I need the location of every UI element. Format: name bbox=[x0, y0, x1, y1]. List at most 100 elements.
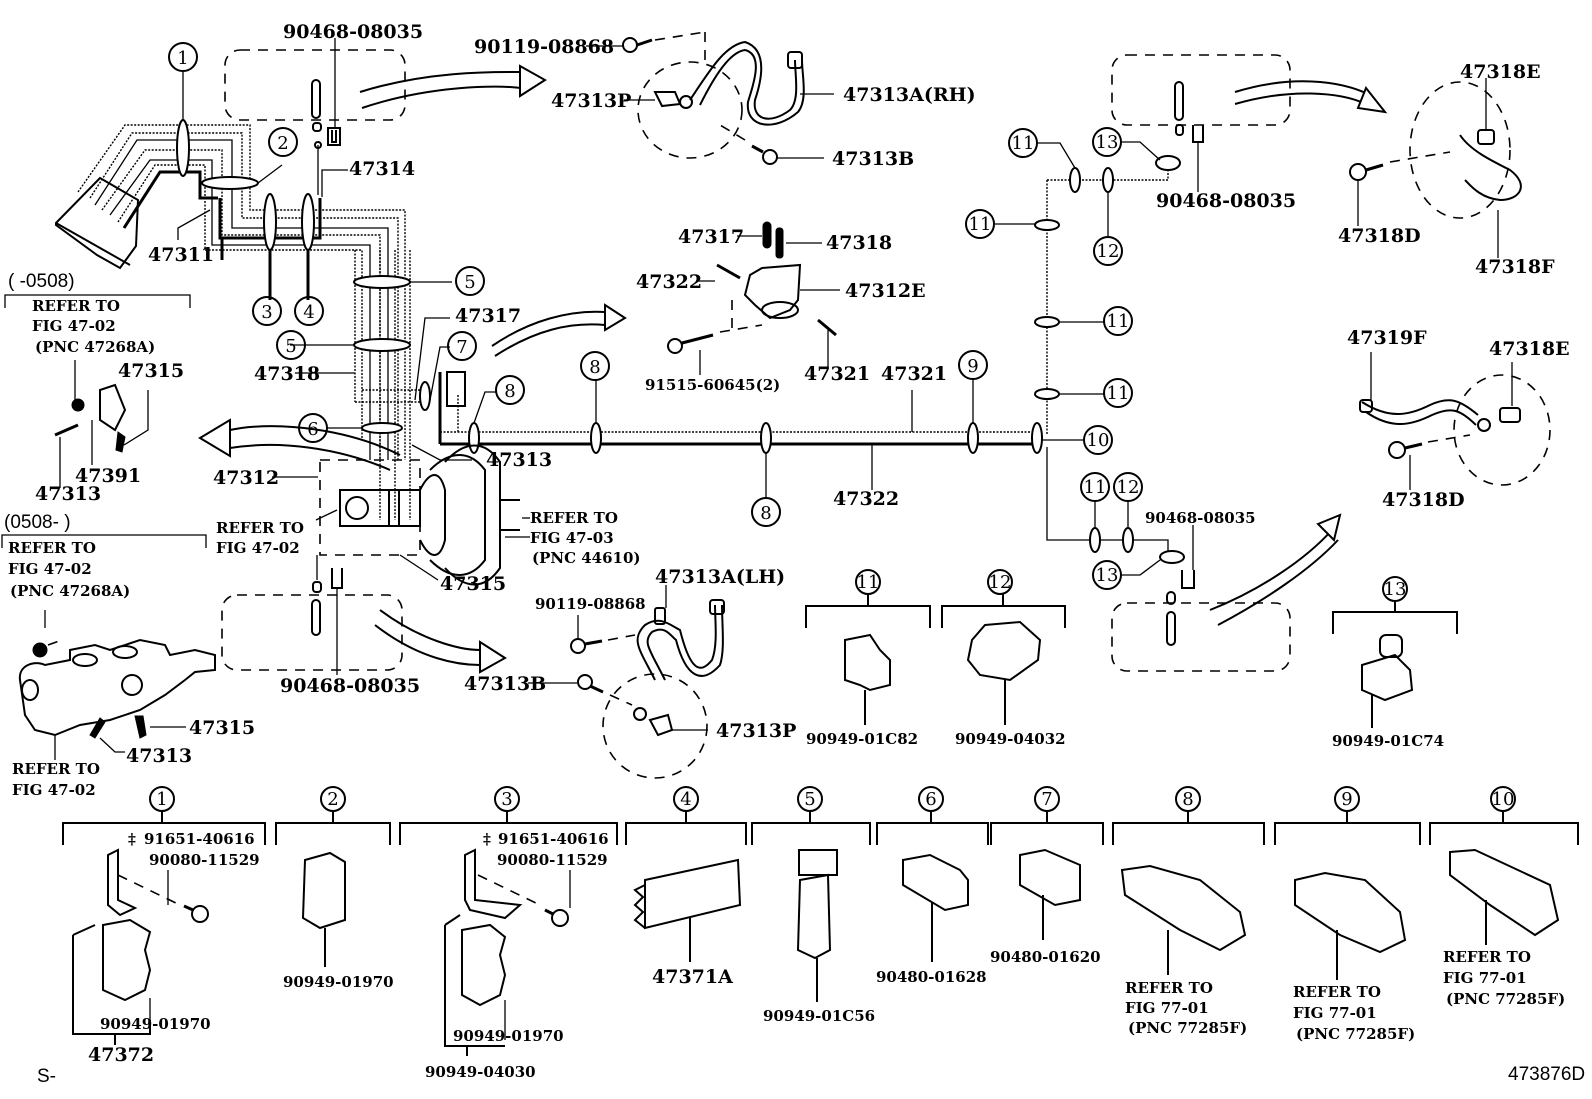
label-rr-clip: 90468-08035 bbox=[1156, 190, 1296, 212]
label-90949-01C56: 90949-01C56 bbox=[763, 1007, 875, 1025]
svg-text:11: 11 bbox=[1012, 133, 1035, 154]
label-g3-90080: 90080-11529 bbox=[497, 851, 608, 869]
svg-text:FIG 47-02: FIG 47-02 bbox=[12, 781, 96, 799]
tube-bundle-drawing bbox=[55, 38, 547, 520]
clamp-group-12: 12 90949-04032 bbox=[941, 569, 1066, 748]
label-rl-47319F: 47319F bbox=[1347, 327, 1427, 349]
svg-text:13: 13 bbox=[1096, 565, 1119, 586]
label-90949-01C82: 90949-01C82 bbox=[806, 730, 918, 748]
svg-text:‡: ‡ bbox=[128, 830, 136, 848]
svg-text:13: 13 bbox=[1384, 579, 1407, 600]
range-after-0508: (0508- ) bbox=[4, 512, 71, 533]
svg-text:(PNC 77285F): (PNC 77285F) bbox=[1446, 990, 1565, 1008]
clamp-group-5: 5 90949-01C56 bbox=[751, 786, 875, 1025]
callout-5b: 5 bbox=[276, 330, 306, 360]
label-lh-bolt-b: 47313B bbox=[464, 673, 546, 695]
label-ln-47313: 47313 bbox=[35, 483, 101, 505]
clamp-group-9: 9 REFER TO FIG 77-01 (PNC 77285F) bbox=[1274, 786, 1421, 1043]
svg-text:10: 10 bbox=[1492, 789, 1515, 810]
rh-hose-detail: 90119-08868 47313P 47313A(RH) 47313B bbox=[474, 31, 976, 170]
label-lh-bolt: 90119-08868 bbox=[535, 595, 646, 613]
svg-text:2: 2 bbox=[277, 133, 288, 154]
svg-text:8: 8 bbox=[1182, 789, 1193, 810]
svg-text:8: 8 bbox=[760, 503, 771, 524]
label-hose-rh: 47313A(RH) bbox=[843, 84, 976, 106]
label-47371A: 47371A bbox=[652, 966, 733, 988]
label-47372: 47372 bbox=[88, 1044, 154, 1066]
callout-7: 7 bbox=[447, 331, 477, 361]
upper-labels: 90468-08035 47314 47311 47318 47317 4731… bbox=[148, 21, 947, 595]
corner-mark: S- bbox=[37, 1066, 56, 1087]
svg-text:7: 7 bbox=[456, 337, 467, 358]
svg-text:4: 4 bbox=[303, 302, 314, 323]
clamp-group-6: 6 90480-01628 bbox=[876, 786, 989, 986]
label-lh-hose: 47313A(LH) bbox=[655, 566, 785, 588]
svg-text:REFER TO: REFER TO bbox=[12, 760, 100, 778]
svg-text:4: 4 bbox=[680, 789, 691, 810]
label-g1-90080: 90080-11529 bbox=[149, 851, 260, 869]
callout-11c: 11 bbox=[1103, 306, 1133, 336]
callout-12a: 12 bbox=[1093, 236, 1123, 266]
svg-text:6: 6 bbox=[925, 789, 936, 810]
callout-11a: 11 bbox=[1008, 128, 1038, 158]
main-tube-run bbox=[198, 141, 1185, 675]
label-rr-47318E: 47318E bbox=[1460, 61, 1541, 83]
svg-text:REFER TO: REFER TO bbox=[8, 539, 96, 557]
svg-text:10: 10 bbox=[1087, 430, 1110, 451]
svg-text:13: 13 bbox=[1096, 132, 1119, 153]
label-clip-90468: 90468-08035 bbox=[283, 21, 423, 43]
callout-5a: 5 bbox=[455, 266, 485, 296]
svg-text:11: 11 bbox=[1107, 311, 1130, 332]
svg-text:REFER TO: REFER TO bbox=[32, 297, 120, 315]
svg-text:FIG 47-03: FIG 47-03 bbox=[530, 529, 614, 547]
callout-12b: 12 bbox=[1113, 472, 1143, 502]
label-47322: 47322 bbox=[833, 488, 899, 510]
svg-text:3: 3 bbox=[261, 302, 272, 323]
clamp-group-3: 3 ‡ 91651-40616 90080-11529 90949-01970 … bbox=[399, 786, 618, 1081]
svg-text:9: 9 bbox=[967, 356, 978, 377]
callout-11e: 11 bbox=[1080, 472, 1110, 502]
svg-text:11: 11 bbox=[857, 572, 880, 593]
svg-text:FIG 47-02: FIG 47-02 bbox=[8, 560, 92, 578]
svg-text:9: 9 bbox=[1341, 789, 1352, 810]
label-v-47317: 47317 bbox=[678, 226, 744, 248]
svg-text:‡: ‡ bbox=[483, 830, 491, 848]
range-before-0508: ( -0508) bbox=[8, 271, 75, 292]
svg-text:3: 3 bbox=[501, 789, 512, 810]
svg-text:12: 12 bbox=[989, 572, 1012, 593]
label-ln-47315: 47315 bbox=[118, 360, 184, 382]
label-lh-bracket: 47313P bbox=[716, 720, 796, 742]
rear-right-detail: 90468-08035 47318E 47318D 47318F bbox=[1111, 54, 1555, 278]
label-v-47321: 47321 bbox=[804, 363, 870, 385]
svg-text:5: 5 bbox=[464, 272, 475, 293]
clamp-group-10: 10 REFER TO FIG 77-01 (PNC 77285F) bbox=[1429, 786, 1579, 1008]
callout-8c: 8 bbox=[751, 497, 781, 527]
bottom-clamp-groups: 1 ‡ 91651-40616 90080-11529 90949-01970 … bbox=[62, 786, 1579, 1081]
svg-text:(PNC 44610): (PNC 44610) bbox=[532, 549, 641, 567]
svg-text:2: 2 bbox=[327, 789, 338, 810]
label-clip-below: 90468-08035 bbox=[280, 675, 420, 697]
svg-text:FIG 47-02: FIG 47-02 bbox=[32, 317, 116, 335]
callout-4: 4 bbox=[294, 296, 324, 326]
label-mc-47315: 47315 bbox=[189, 717, 255, 739]
svg-text:7: 7 bbox=[1041, 789, 1052, 810]
svg-text:8: 8 bbox=[504, 381, 515, 402]
label-47321: 47321 bbox=[881, 363, 947, 385]
svg-text:12: 12 bbox=[1117, 477, 1140, 498]
label-rl-clip: 90468-08035 bbox=[1145, 509, 1256, 527]
label-v-bolt: 91515-60645(2) bbox=[645, 376, 780, 394]
clamp-group-4: 4 47371A bbox=[625, 786, 747, 988]
callout-13a: 13 bbox=[1092, 127, 1122, 157]
label-47311: 47311 bbox=[148, 244, 214, 266]
callout-3: 3 bbox=[252, 296, 282, 326]
clamp-group-8: 8 REFER TO FIG 77-01 (PNC 77285F) bbox=[1112, 786, 1265, 1037]
svg-text:1: 1 bbox=[156, 789, 167, 810]
label-g1-90949: 90949-01970 bbox=[100, 1015, 211, 1033]
label-mc-47313: 47313 bbox=[126, 745, 192, 767]
valve-detail: 47317 47318 47322 47312E 91515-60645(2) … bbox=[636, 221, 926, 394]
label-90949-04030: 90949-04030 bbox=[425, 1063, 536, 1081]
clamp-group-7: 7 90480-01620 bbox=[990, 786, 1104, 966]
label-bolt-b-rh: 47313B bbox=[832, 148, 914, 170]
callout-9: 9 bbox=[958, 350, 988, 380]
svg-text:12: 12 bbox=[1097, 241, 1120, 262]
